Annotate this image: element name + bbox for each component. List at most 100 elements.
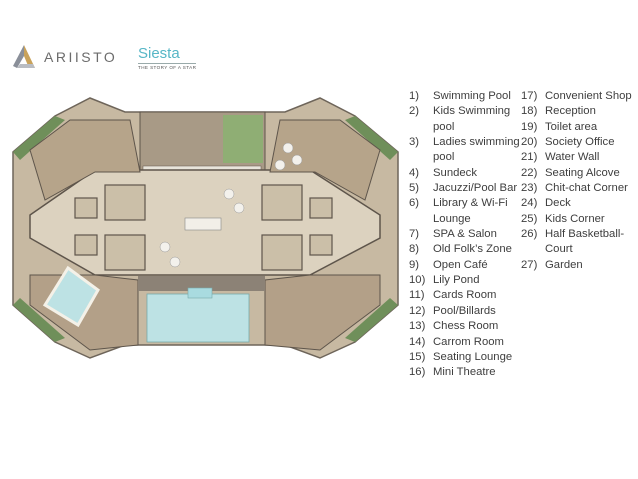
green-strip-bottom-left	[13, 298, 65, 342]
legend-label: Kids Swimming pool	[433, 105, 511, 133]
green-strip-bottom-right	[345, 298, 398, 342]
legend-number: 16)	[409, 366, 426, 379]
legend-item: 15)Seating Lounge	[409, 350, 521, 365]
legend-number: 21)	[521, 151, 538, 164]
legend-label: Seating Alcove	[545, 166, 620, 179]
legend-label: Ladies swimming pool	[433, 136, 520, 164]
legend-item: 23) Chit-chat Corner	[521, 181, 638, 196]
legend-item: 21) Water Wall	[521, 150, 638, 165]
legend-item: 20) Society Office	[521, 135, 638, 150]
legend-number: 6)	[409, 197, 420, 210]
legend-number: 17)	[521, 90, 538, 102]
legend-item: 14) Carrom Room	[409, 335, 521, 350]
toilet-blocks	[74, 184, 333, 271]
legend-item: 7) SPA & Salon	[409, 227, 521, 242]
legend-label: Water Wall	[545, 151, 600, 164]
legend-item: 17)Convenient Shop	[521, 89, 638, 104]
legend-item: 4) Sundeck	[409, 166, 521, 181]
legend-label: Open Café	[433, 258, 488, 271]
legend-number: 12)	[409, 304, 426, 317]
legend-item: 27) Garden	[521, 258, 638, 273]
legend-number: 10)	[409, 274, 426, 287]
siesta-wordmark: Siesta	[138, 45, 180, 62]
legend-item: 6) Library & Wi-Fi Lounge	[409, 196, 521, 227]
legend-item: 5) Jacuzzi/Pool Bar	[409, 181, 521, 196]
amenity-floor-plan	[12, 97, 399, 359]
legend-label: Half Basketball-Court	[545, 228, 625, 256]
legend-number: 3)	[409, 136, 420, 149]
legend-label: Chit-chat Corner	[545, 182, 628, 195]
legend-item: 10) Lily Pond	[409, 273, 521, 288]
legend-label: Kids Corner	[545, 212, 605, 225]
legend-label: Society Office	[545, 136, 615, 149]
green-strip-top-left	[13, 116, 65, 160]
legend-label: Pool/Billards	[433, 304, 496, 317]
legend-item: 25) Kids Corner	[521, 212, 638, 227]
legend-label: Carrom Room	[433, 335, 504, 348]
legend-number: 7)	[409, 228, 420, 241]
legend-number: 19)	[521, 120, 538, 133]
legend-label: Cards Room	[433, 289, 497, 302]
legend-label: Reception	[545, 105, 596, 118]
legend-number: 20)	[521, 136, 538, 149]
legend-item: 11) Cards Room	[409, 288, 521, 303]
legend-item: 12) Pool/Billards	[409, 304, 521, 319]
kids-pool	[42, 265, 100, 328]
legend-number: 1)	[409, 90, 420, 102]
ariisto-logo: ARIISTO	[12, 44, 117, 70]
legend-item: 26)Half Basketball-Court	[521, 227, 638, 258]
siesta-tagline: THE STORY OF A STAR	[138, 65, 197, 70]
legend-label: Sundeck	[433, 166, 477, 179]
open-cafe-table	[184, 217, 222, 231]
deck-bottom	[138, 276, 265, 291]
green-strip-top-right	[345, 116, 398, 160]
right-rooms	[269, 119, 381, 201]
legend-label: Jacuzzi/Pool Bar	[433, 182, 518, 195]
seating-clusters	[159, 142, 303, 268]
legend-number: 8)	[409, 243, 420, 256]
legend-item: 3) Ladies swimming pool	[409, 135, 521, 166]
legend-item: 16) Mini Theatre	[409, 365, 521, 380]
legend-item: 18) Reception	[521, 104, 638, 119]
legend-number: 27)	[521, 258, 538, 271]
legend-label: Library & Wi-Fi Lounge	[433, 197, 508, 225]
legend-item: 19) Toilet area	[521, 120, 638, 135]
legend-item: 13) Chess Room	[409, 319, 521, 334]
legend-label: SPA & Salon	[433, 228, 497, 241]
jacuzzi	[187, 287, 213, 299]
legend-number: 4)	[409, 166, 420, 179]
legend-number: 11)	[409, 289, 425, 302]
legend-label: Chess Room	[433, 320, 499, 333]
legend-number: 14)	[409, 335, 426, 348]
legend-label: Swimming Pool	[433, 90, 511, 102]
legend-item: 22)Seating Alcove	[521, 166, 638, 181]
legend-number: 23)	[521, 182, 538, 195]
legend-number: 2)	[409, 105, 420, 118]
swimming-pool	[146, 293, 250, 343]
legend-item: 9) Open Café	[409, 258, 521, 273]
legend-number: 15)	[409, 350, 426, 363]
legend-column-2: 17)Convenient Shop 18) Reception 19) Toile…	[521, 89, 638, 273]
legend-number: 18)	[521, 105, 538, 118]
legend-number: 13)	[409, 320, 426, 333]
legend-number: 24)	[521, 197, 538, 210]
siesta-logo: Siesta THE STORY OF A STAR	[138, 46, 198, 70]
legend-label: Deck	[545, 197, 571, 210]
legend-item: 24) Deck	[521, 196, 638, 211]
legend-label: Lily Pond	[433, 274, 480, 287]
legend-label: Old Folk’s Zone	[433, 243, 512, 256]
legend-item: 1) Swimming Pool	[409, 89, 521, 104]
ariisto-triangle-icon	[13, 45, 35, 68]
legend-label: Garden	[545, 258, 583, 271]
legend-number: 25)	[521, 212, 538, 225]
legend-item: 2) Kids Swimming pool	[409, 104, 521, 135]
legend-number: 5)	[409, 182, 420, 195]
legend-label: Toilet area	[545, 120, 598, 133]
legend-number: 9)	[409, 258, 420, 271]
garden-lawn	[223, 115, 263, 163]
legend-label: Mini Theatre	[433, 366, 496, 379]
legend-column-1: 1) Swimming Pool 2) Kids Swimming pool 3) L…	[409, 89, 521, 381]
bottom-right-rooms	[264, 274, 381, 351]
left-rooms	[29, 119, 141, 201]
legend-item: 8) Old Folk’s Zone	[409, 242, 521, 257]
